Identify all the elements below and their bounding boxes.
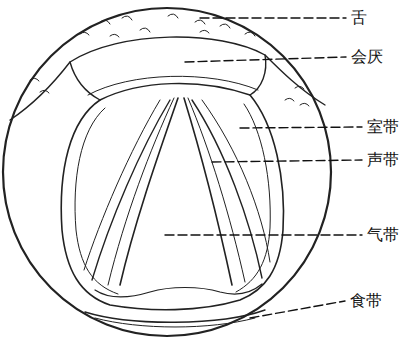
esophagus-lower: [95, 318, 255, 327]
part-label: 食带: [349, 293, 383, 309]
leader-lines: [165, 18, 362, 318]
part-label: 室带: [366, 119, 400, 135]
posterior-commissure: [95, 284, 262, 297]
part-label: 舌: [350, 10, 368, 26]
part-label: 气带: [366, 227, 400, 243]
part-label: 会厌: [350, 49, 384, 65]
epiglottis-rim: [88, 76, 258, 95]
aryepiglottic-fold: [61, 95, 283, 310]
esophagus: [85, 310, 265, 322]
vocal-fold-left: [120, 98, 178, 285]
view-circle: [3, 8, 331, 336]
ventricular-fold-right: [192, 100, 262, 278]
part-label: 声带: [366, 152, 400, 168]
ventricular-fold-right-edge: [202, 100, 270, 262]
vocal-fold-right: [184, 98, 232, 285]
vocal-fold-right-outer: [188, 98, 245, 282]
vocal-fold-left-outer: [108, 98, 174, 285]
epiglottis: [70, 55, 266, 100]
ventricular-fold-left: [92, 100, 170, 280]
tongue-edge: [10, 37, 325, 120]
